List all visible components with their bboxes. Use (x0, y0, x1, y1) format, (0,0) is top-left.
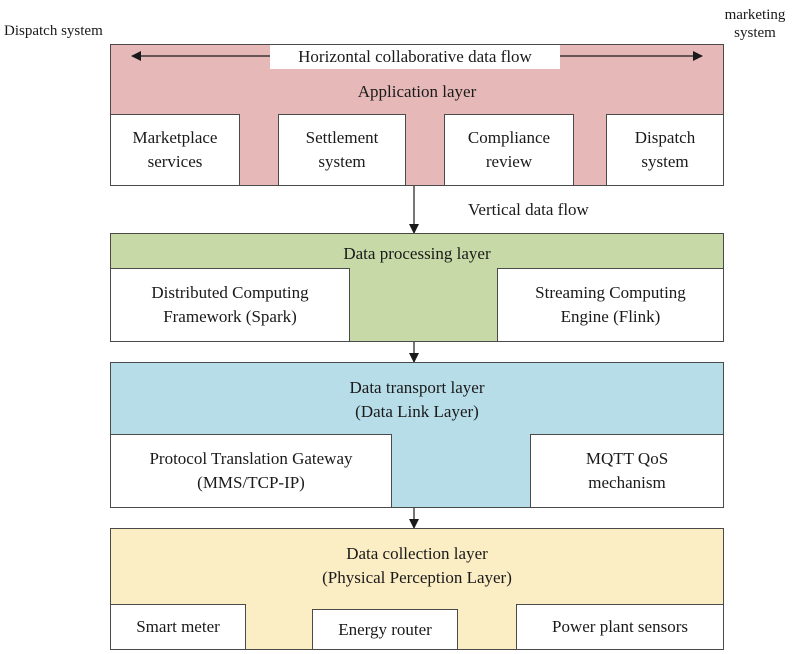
transport-title-line2: (Data Link Layer) (355, 402, 479, 421)
dispatch-system-corner-label: Dispatch system (4, 23, 103, 39)
box-line1: Compliance (467, 128, 551, 147)
transport-title-line1: Data transport layer (349, 378, 485, 397)
spark-framework-box: Distributed Computing Framework (Spark) (110, 268, 350, 342)
data-collection-layer-title: Data collection layer (Physical Percepti… (110, 542, 724, 590)
data-transport-layer-title: Data transport layer (Data Link Layer) (110, 376, 724, 424)
box-line2: system (318, 152, 366, 171)
box-line1: Dispatch (634, 128, 696, 147)
application-layer-title: Application layer (357, 82, 477, 101)
box-line1: MQTT QoS (585, 449, 669, 468)
box-line1: Protocol Translation Gateway (149, 449, 353, 468)
dispatch-system-box: Dispatch system (606, 114, 724, 186)
mqtt-qos-box: MQTT QoS mechanism (530, 434, 724, 508)
collection-title-line2: (Physical Perception Layer) (322, 568, 512, 587)
power-plant-sensors-box: Power plant sensors (516, 604, 724, 650)
box-line2: mechanism (588, 473, 666, 492)
marketing-system-corner-label: marketing system (712, 6, 798, 42)
box-label: Power plant sensors (552, 617, 688, 636)
box-line1: Streaming Computing (535, 283, 686, 302)
flink-engine-box: Streaming Computing Engine (Flink) (497, 268, 724, 342)
box-label: Smart meter (136, 617, 220, 636)
data-processing-layer-title: Data processing layer (343, 244, 491, 263)
smart-meter-box: Smart meter (110, 604, 246, 650)
box-line2: system (641, 152, 689, 171)
energy-router-box: Energy router (312, 609, 458, 650)
box-line2: review (485, 152, 533, 171)
compliance-review-box: Compliance review (444, 114, 574, 186)
protocol-gateway-box: Protocol Translation Gateway (MMS/TCP-IP… (110, 434, 392, 508)
box-line2: services (147, 152, 203, 171)
box-line1: Distributed Computing (151, 283, 309, 302)
horizontal-flow-label: Horizontal collaborative data flow (270, 45, 560, 69)
box-line2: Framework (Spark) (163, 307, 297, 326)
box-line1: Settlement (305, 128, 379, 147)
box-line2: (MMS/TCP-IP) (197, 473, 305, 492)
marketplace-services-box: Marketplace services (110, 114, 240, 186)
marketing-label-line1: marketing (724, 7, 786, 23)
settlement-system-box: Settlement system (278, 114, 406, 186)
collection-title-line1: Data collection layer (346, 544, 488, 563)
marketing-label-line2: system (734, 25, 776, 41)
vertical-flow-label: Vertical data flow (468, 200, 589, 219)
box-line1: Marketplace (132, 128, 218, 147)
box-line2: Engine (Flink) (560, 307, 661, 326)
box-label: Energy router (338, 619, 432, 639)
